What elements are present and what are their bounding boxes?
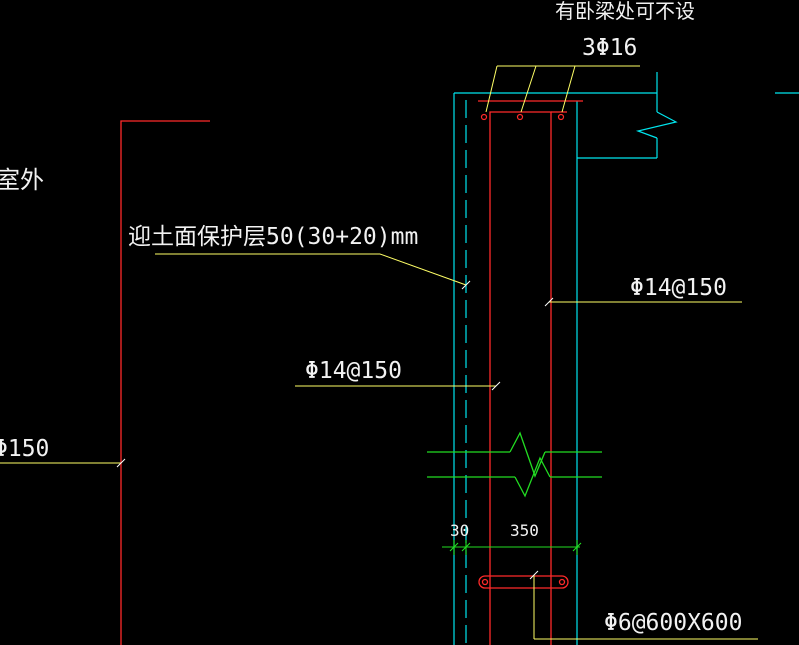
tie-bar — [478, 575, 569, 589]
top-rebar-dots — [480, 113, 565, 121]
left-side-label: 室外 — [0, 166, 44, 194]
rebar-lines — [478, 100, 583, 645]
dimension-lines — [442, 540, 582, 555]
right-rebar-label: Φ14@150 — [630, 275, 727, 301]
leader-ticks — [116, 280, 554, 580]
cover-dimension-label: 30 — [450, 521, 469, 540]
top-rebar-label: 3Φ16 — [582, 35, 637, 61]
wall-dimension-label: 350 — [510, 521, 539, 540]
left-wall-outline — [120, 120, 210, 645]
leader-lines — [0, 65, 758, 640]
left-rebar-label: Φ150 — [0, 436, 49, 462]
tie-rebar-label: Φ6@600X600 — [604, 610, 742, 636]
concrete-outline — [453, 72, 799, 645]
top-note-label: 有卧梁处可不设 — [555, 0, 695, 23]
middle-rebar-label: Φ14@150 — [305, 358, 402, 384]
break-line — [427, 431, 602, 498]
cover-label: 迎土面保护层50(30+20)mm — [128, 224, 418, 250]
